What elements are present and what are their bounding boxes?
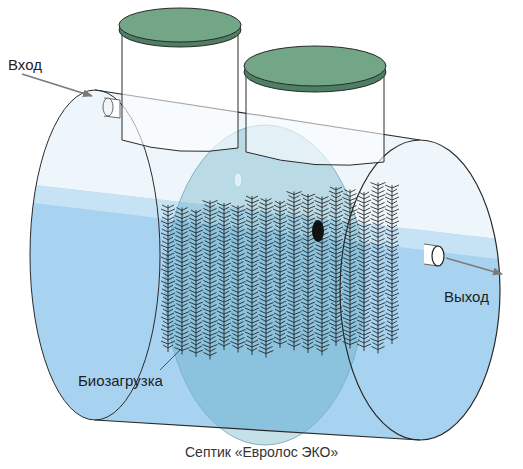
brush	[217, 203, 231, 350]
partition	[165, 125, 365, 445]
outlet-pipe	[432, 246, 444, 266]
brush	[371, 183, 386, 354]
manhole-lid	[119, 8, 241, 42]
inlet-pipe	[104, 98, 120, 118]
brush	[385, 185, 399, 344]
brush	[189, 210, 203, 357]
brush	[161, 205, 175, 352]
inlet-pipe	[103, 98, 113, 116]
brush	[231, 206, 246, 353]
brush	[175, 208, 190, 355]
brush	[287, 192, 302, 351]
brush	[259, 199, 274, 358]
brush	[343, 190, 358, 349]
brush	[245, 196, 259, 355]
overflow-hole	[234, 173, 242, 187]
brush	[203, 201, 218, 360]
brush	[357, 192, 371, 351]
caption: Септик «Евролос ЭКО»	[185, 444, 338, 461]
brush	[273, 201, 287, 348]
part-label: Выход	[444, 288, 489, 306]
outlet-arrow	[446, 258, 502, 274]
manhole-lid	[244, 46, 386, 86]
brush	[315, 197, 330, 356]
bio-brushes	[161, 183, 399, 360]
leader-line	[160, 348, 182, 370]
brush	[301, 194, 315, 353]
part-label: Вход	[8, 56, 42, 74]
tank-front-end	[340, 140, 500, 440]
inlet-arrow	[22, 74, 92, 96]
part-label: Биозагрузка	[78, 372, 163, 390]
